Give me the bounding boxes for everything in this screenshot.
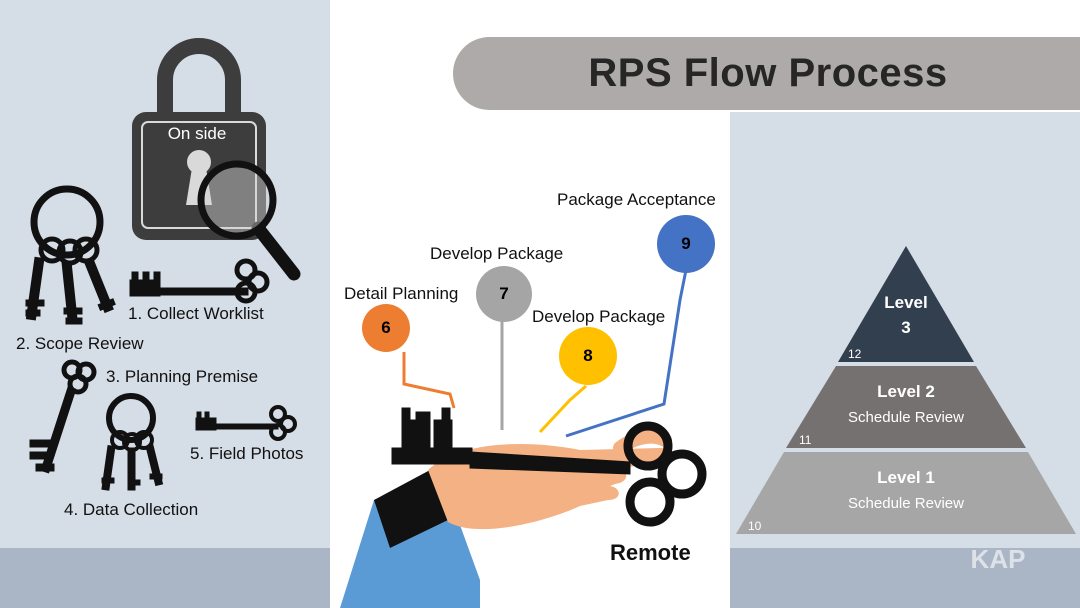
bubble-6-label: Detail Planning	[344, 284, 459, 303]
level-2-subtitle: Schedule Review	[848, 409, 964, 426]
step-scope-review: 2. Scope Review	[16, 334, 144, 353]
lock-label: On side	[167, 124, 227, 143]
level-1-title: Level 1	[877, 468, 935, 487]
level-2-index: 11	[799, 433, 812, 447]
key-bunch-icon	[25, 185, 116, 325]
bubble-9-number: 9	[681, 234, 691, 253]
title-banner	[453, 37, 1080, 110]
bubble-6-number: 6	[381, 318, 391, 337]
left-illustration	[25, 38, 301, 491]
step-field-photos: 5. Field Photos	[190, 444, 304, 463]
bubble-7	[476, 266, 532, 322]
level-3-index: 12	[848, 347, 862, 361]
bubble-8-label: Develop Package	[532, 307, 666, 326]
bubble-8	[559, 327, 617, 385]
level-2-title: Level 2	[877, 382, 935, 401]
step-planning-premise: 3. Planning Premise	[106, 367, 259, 386]
bubble-9-label: Package Acceptance	[557, 190, 716, 209]
bubble-9	[657, 215, 715, 273]
magnifier-icon	[197, 160, 301, 281]
level-3-number: 3	[901, 318, 911, 337]
pyramid-level-3	[838, 246, 974, 362]
key-1-icon	[129, 258, 270, 304]
padlock-icon	[132, 38, 266, 240]
key-3-icon	[29, 359, 97, 474]
bubble-7-number: 7	[499, 284, 509, 303]
company-logo: KAP	[971, 544, 1026, 574]
key-5-icon	[195, 405, 297, 441]
center-illustration	[340, 215, 715, 608]
bubble-6	[362, 304, 410, 352]
pyramid-level-2	[786, 366, 1026, 448]
key-icon	[391, 407, 707, 527]
step-collect-worklist: 1. Collect Worklist	[128, 304, 264, 323]
remote-label: Remote	[610, 540, 691, 565]
key-ring-icon	[101, 393, 164, 491]
level-1-index: 10	[748, 519, 762, 533]
bubble-8-number: 8	[583, 346, 593, 365]
pyramid-diagram	[736, 246, 1076, 534]
left-panel-footer	[0, 548, 330, 608]
level-1-subtitle: Schedule Review	[848, 495, 964, 512]
level-3-title: Level	[884, 293, 928, 312]
svg-text:KAP: KAP	[971, 544, 1026, 574]
step-data-collection: 4. Data Collection	[64, 500, 199, 519]
bubble-7-label: Develop Package	[430, 244, 564, 263]
right-panel-footer	[730, 548, 1080, 608]
page-title: RPS Flow Process	[588, 51, 948, 95]
pyramid-level-1	[736, 452, 1076, 534]
